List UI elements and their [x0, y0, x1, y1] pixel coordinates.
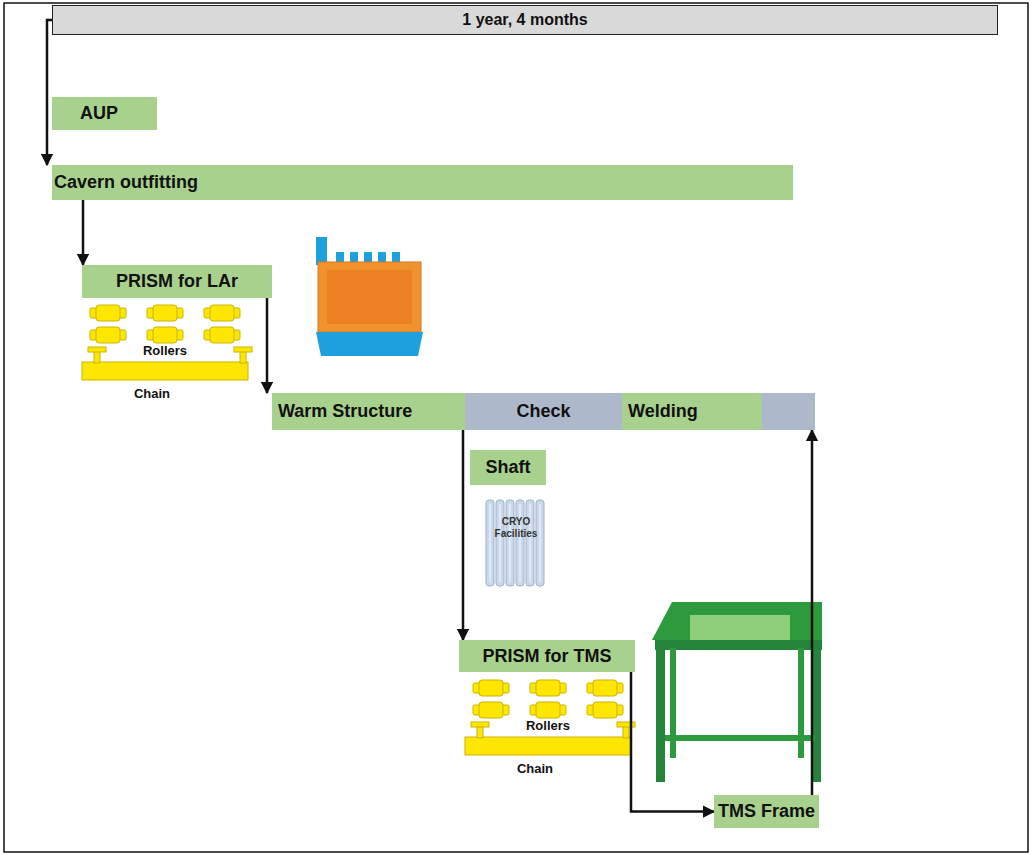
outer-frame: [4, 3, 1028, 852]
tms-frame-icon: [652, 602, 822, 782]
prism-rollers-lar: [82, 305, 252, 380]
box-label: 1 year, 4 months: [462, 11, 587, 29]
check-band: Check: [465, 393, 622, 430]
band-tail: [762, 393, 815, 430]
box-label: Check: [516, 401, 570, 422]
icon-label: CRYO Facilities: [487, 516, 545, 539]
prism-rollers-tms: [465, 680, 635, 755]
task-band: Cavern outfitting: [52, 165, 793, 200]
flow-arrow: [82, 200, 85, 265]
box-label: PRISM for LAr: [116, 271, 238, 292]
part-label: Chain: [134, 386, 170, 401]
box-label: Cavern outfitting: [54, 172, 198, 193]
box-label: Welding: [628, 401, 698, 422]
flow-arrow: [811, 430, 814, 795]
box-label: PRISM for TMS: [483, 646, 612, 667]
task-box: PRISM for TMS: [459, 640, 635, 672]
cryostat-icon: [316, 237, 423, 356]
task-box: AUP: [52, 97, 157, 130]
timeline-bar: 1 year, 4 months: [52, 5, 998, 35]
box-label: AUP: [80, 103, 118, 124]
box-label: Shaft: [486, 457, 531, 478]
cryo-facilities-icon: [486, 500, 544, 586]
task-band: Welding: [622, 393, 762, 430]
flow-arrow: [47, 20, 52, 165]
part-label: Rollers: [526, 718, 570, 733]
task-box: Shaft: [470, 450, 546, 485]
part-label: Rollers: [143, 343, 187, 358]
flow-arrow: [631, 672, 714, 812]
part-label: Chain: [517, 761, 553, 776]
flow-arrow: [462, 430, 465, 640]
flow-arrow: [266, 298, 269, 393]
task-box: PRISM for LAr: [82, 265, 272, 298]
task-box: TMS Frame: [714, 795, 819, 828]
task-band: Warm Structure: [272, 393, 465, 430]
box-label: TMS Frame: [718, 801, 815, 822]
box-label: Warm Structure: [278, 401, 412, 422]
